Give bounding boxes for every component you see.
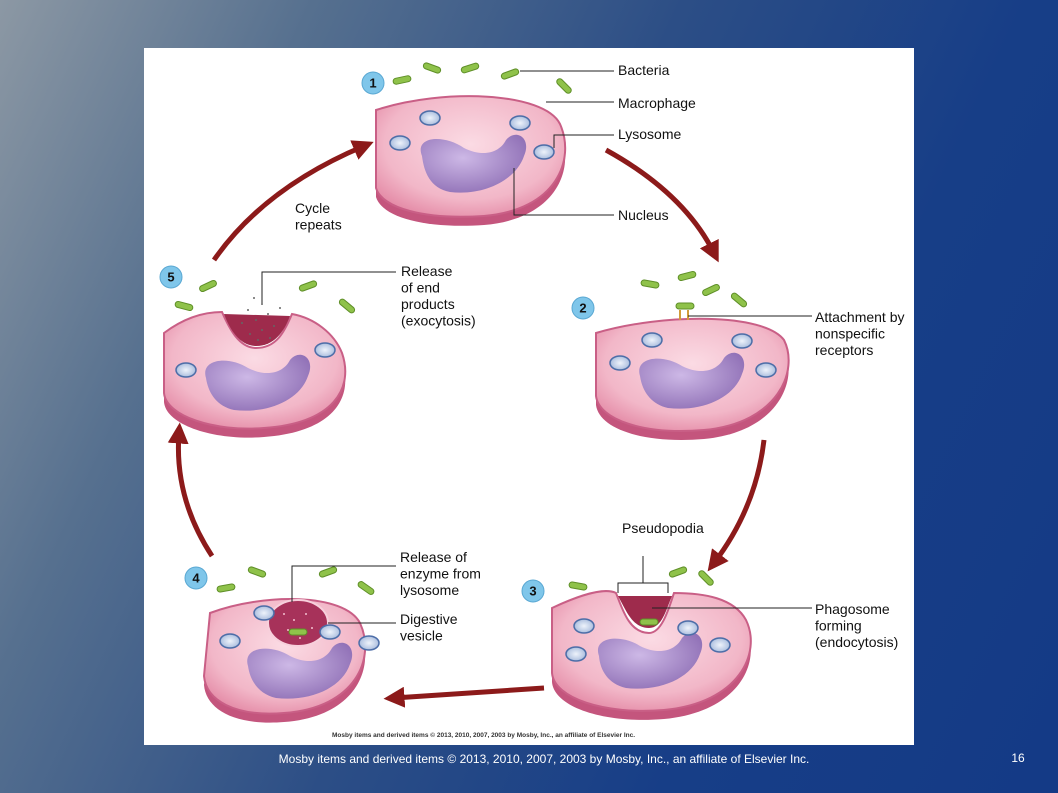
- bacterium-icon: [338, 298, 356, 314]
- bacterium-icon: [216, 583, 236, 593]
- bacterium-icon: [702, 283, 720, 297]
- bacterium-icon: [357, 581, 375, 595]
- svg-text:3: 3: [529, 584, 536, 599]
- figure-credit: Mosby items and derived items © 2013, 20…: [332, 731, 635, 739]
- leader-nucleus: [513, 168, 614, 216]
- step-badge-4: 4: [184, 566, 208, 590]
- lysosome-icon: [641, 332, 663, 348]
- bacterium-icon: [500, 68, 520, 80]
- arrow-1-to-2: [604, 147, 719, 263]
- svg-text:2: 2: [579, 301, 586, 316]
- lysosome-icon: [319, 624, 341, 640]
- slide-number: 16: [1011, 751, 1025, 765]
- label-macrophage: Macrophage: [618, 95, 696, 111]
- lysosome-icon: [253, 605, 275, 621]
- lysosome-icon: [314, 342, 336, 358]
- macrophage-step-2: [595, 310, 790, 440]
- leader-release-enzyme: [291, 565, 396, 602]
- cycle-arrows: [167, 140, 767, 708]
- macrophage-step-3: [551, 590, 752, 720]
- svg-text:5: 5: [167, 270, 174, 285]
- label-release-end-products: Release of end products (exocytosis): [401, 263, 476, 329]
- macrophage-step-5: [163, 310, 347, 438]
- bacterium-icon: [639, 618, 659, 626]
- bacterium-icon: [422, 62, 442, 74]
- bacterium-icon: [698, 570, 714, 586]
- bacterium-icon: [392, 75, 412, 85]
- bacterium-icon: [568, 581, 588, 591]
- lysosome-icon: [731, 333, 753, 349]
- macrophage-step-4: [202, 598, 380, 723]
- bacterium-icon: [318, 566, 338, 578]
- end-products-particles: [241, 297, 281, 341]
- step-badge-3: 3: [521, 579, 545, 603]
- nucleus-shape: [597, 632, 703, 689]
- lysosome-icon: [565, 646, 587, 662]
- step-badge-2: 2: [571, 296, 595, 320]
- nucleus-shape: [247, 642, 353, 699]
- lysosome-icon: [755, 362, 777, 378]
- arrow-2-to-3: [707, 439, 767, 572]
- leader-lysosome: [553, 134, 614, 148]
- svg-text:1: 1: [369, 76, 376, 91]
- label-pseudopodia: Pseudopodia: [622, 520, 704, 536]
- leader-pseudopodia: [617, 582, 669, 593]
- bacterium-icon: [298, 280, 318, 292]
- exocytosis-pocket-shape: [224, 314, 290, 346]
- step-badge-5: 5: [159, 265, 183, 289]
- lysosome-icon: [419, 110, 441, 126]
- arrow-4-to-5: [167, 422, 215, 558]
- phagocytosis-figure: 1 2 3 4 5 Bacteria Macrophage Lysosome N…: [144, 48, 914, 745]
- lysosome-icon: [533, 144, 555, 160]
- lysosome-icon: [389, 135, 411, 151]
- bacterium-icon: [174, 300, 194, 312]
- lysosome-icon: [175, 362, 197, 378]
- lysosome-icon: [358, 635, 380, 651]
- bacteria-group: [174, 62, 748, 636]
- lysosome-icon: [709, 637, 731, 653]
- leader-release-end-products: [261, 271, 396, 303]
- digestive-vesicle-shape: [267, 599, 329, 647]
- leader-lines: [261, 70, 812, 624]
- arrow-5-to-1: [211, 140, 374, 262]
- bacterium-icon: [640, 279, 660, 289]
- receptor-icon: [679, 310, 689, 320]
- label-lysosome: Lysosome: [618, 126, 682, 142]
- bacterium-icon: [199, 279, 217, 293]
- arrow-3-to-4: [383, 685, 545, 708]
- phagosome-shape: [618, 596, 672, 628]
- lysosome-icon: [609, 355, 631, 371]
- label-cycle-repeats: Cycle repeats: [295, 200, 342, 233]
- label-phagosome: Phagosome forming (endocytosis): [815, 601, 898, 650]
- bacterium-icon: [730, 292, 748, 308]
- label-digestive-vesicle: Digestive vesicle: [400, 611, 461, 644]
- bacterium-icon: [677, 270, 697, 282]
- lysosome-icon: [573, 618, 595, 634]
- nucleus-shape: [420, 134, 527, 193]
- bacterium-icon: [675, 302, 695, 310]
- macrophage-step-1: [375, 95, 567, 226]
- nucleus-shape: [639, 352, 745, 409]
- label-bacteria: Bacteria: [618, 62, 670, 78]
- label-nucleus: Nucleus: [618, 207, 669, 223]
- bacterium-icon: [288, 628, 308, 636]
- step-badge-1: 1: [361, 71, 385, 95]
- label-attachment: Attachment by nonspecific receptors: [815, 309, 908, 358]
- enzyme-particles: [283, 613, 313, 639]
- lysosome-icon: [677, 620, 699, 636]
- lysosome-icon: [219, 633, 241, 649]
- lysosome-icon: [509, 115, 531, 131]
- footer-copyright: Mosby items and derived items © 2013, 20…: [278, 752, 810, 766]
- bacterium-icon: [556, 78, 572, 94]
- bacterium-icon: [668, 566, 688, 578]
- svg-text:4: 4: [192, 571, 200, 586]
- nucleus-shape: [205, 354, 311, 411]
- bacterium-icon: [460, 62, 480, 74]
- bacterium-icon: [247, 566, 267, 578]
- label-release-enzyme: Release of enzyme from lysosome: [400, 549, 485, 598]
